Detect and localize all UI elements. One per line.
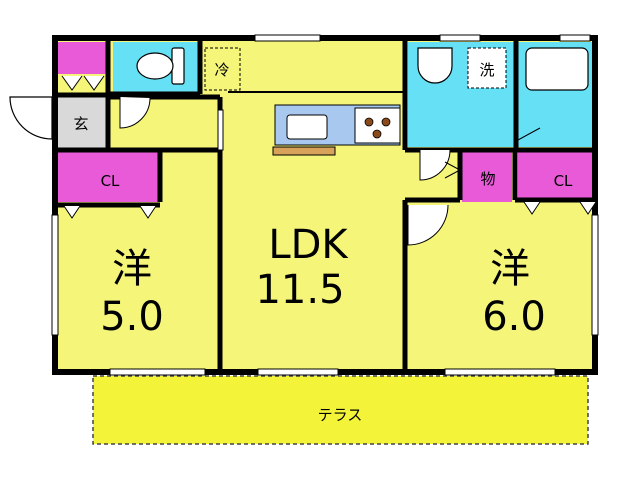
closet-left-label: CL	[101, 172, 120, 190]
stove-burner-icon	[372, 129, 382, 139]
interior-walls	[55, 38, 595, 372]
genkan-area	[56, 97, 106, 149]
right-room-kind: 洋	[490, 246, 530, 292]
stove-burner-icon	[364, 117, 374, 127]
toilet-door	[119, 97, 151, 129]
ldk-kind: LDK	[268, 222, 349, 268]
windows	[51, 34, 599, 376]
washer-label: 洗	[479, 61, 494, 79]
closet-left	[58, 152, 160, 202]
entrance-door	[9, 96, 53, 140]
terrace-area	[92, 375, 589, 445]
ldk-size: 11.5	[255, 267, 344, 313]
sink-icon	[286, 114, 328, 140]
closet-doors	[63, 201, 597, 219]
kitchen-counter	[272, 104, 401, 156]
left-room-kind: 洋	[112, 246, 152, 292]
shoe-closet	[58, 42, 106, 74]
storage-door	[444, 161, 462, 179]
right-room-door	[407, 204, 449, 246]
washer-space	[467, 47, 507, 89]
left-room-size: 5.0	[100, 294, 164, 340]
stove-burner-icon	[381, 117, 391, 127]
storage-room	[462, 152, 512, 202]
shoe-closet-doors	[61, 75, 105, 91]
toilet-icon	[136, 47, 185, 85]
ldk-left-door	[217, 109, 224, 151]
closet-right	[518, 152, 595, 202]
storage-label: 物	[480, 170, 495, 188]
terrace-label: テラス	[318, 406, 363, 424]
washroom-door	[419, 149, 451, 181]
fridge-space	[204, 47, 241, 91]
genkan-label: 玄	[73, 115, 88, 133]
bathtub-icon	[525, 47, 589, 91]
fridge-label: 冷	[214, 61, 229, 79]
right-room-size: 6.0	[482, 294, 546, 340]
washbasin-icon	[417, 47, 453, 84]
closet-right-label: CL	[554, 172, 573, 190]
bath-door	[517, 100, 541, 141]
